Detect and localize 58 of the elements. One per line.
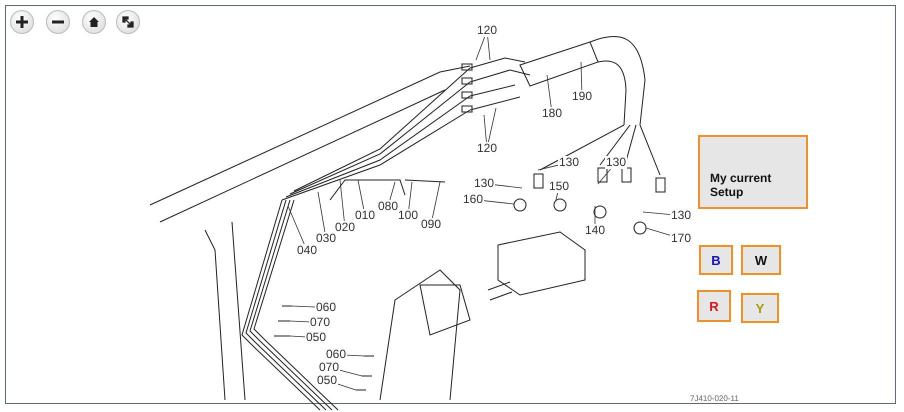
callout-number: 150 [548, 180, 570, 193]
callout-number: 060 [315, 301, 338, 314]
callout-number: 170 [670, 232, 692, 245]
callout-number: 080 [377, 200, 400, 213]
callout-number: 180 [541, 107, 564, 120]
callout-number: 090 [420, 218, 442, 231]
leader-line [580, 62, 582, 90]
leader-line [487, 36, 490, 60]
callout-number: 130 [558, 156, 580, 169]
leader-line [488, 108, 496, 142]
leader-line [390, 182, 396, 200]
color-key-button: Y [741, 293, 779, 323]
leader-line [408, 182, 412, 210]
leader-line [346, 354, 364, 356]
callout-number: 050 [316, 374, 338, 387]
leader-line [484, 200, 514, 204]
callout-number: 050 [305, 331, 328, 344]
callout-number: 130 [605, 156, 628, 169]
leader-line [476, 36, 485, 60]
leader-line [598, 168, 611, 184]
callout-number: 190 [571, 90, 594, 103]
leader-line [642, 212, 670, 215]
leader-line [646, 228, 670, 236]
callout-number: 020 [334, 221, 356, 234]
leader-line [318, 192, 326, 232]
drawing-number: 7J410-020-11 [690, 394, 739, 403]
color-key-button: W [741, 245, 781, 275]
callout-number: 040 [296, 244, 318, 257]
callout-number: 070 [318, 361, 340, 374]
callout-number: 010 [354, 209, 376, 222]
leader-line [288, 206, 305, 244]
callout-number: 120 [476, 24, 498, 37]
color-key-button: B [699, 245, 733, 275]
callout-number: 160 [462, 193, 484, 206]
color-key-button: R [697, 290, 731, 322]
callout-number: 130 [473, 177, 496, 190]
leader-line [556, 192, 558, 200]
leader-line [340, 180, 345, 222]
callout-number: 130 [670, 209, 692, 222]
callout-number: 140 [584, 224, 606, 237]
callout-number: 030 [315, 232, 338, 245]
callout-number: 070 [309, 316, 332, 329]
leader-line [338, 384, 356, 390]
leader-line [494, 184, 522, 188]
callout-number: 100 [397, 209, 420, 222]
callout-number: 060 [325, 348, 348, 361]
callout-number: 120 [476, 142, 498, 155]
leader-line [290, 320, 310, 322]
leader-line [432, 182, 440, 218]
leader-line [290, 336, 306, 338]
setup-info-panel: My current Setup [698, 135, 808, 209]
leader-line [594, 206, 596, 224]
leader-line [484, 114, 487, 142]
leader-line [292, 306, 316, 308]
leader-line [546, 74, 552, 108]
leader-line [538, 164, 558, 170]
leader-line [340, 370, 362, 376]
leader-line [358, 180, 364, 210]
